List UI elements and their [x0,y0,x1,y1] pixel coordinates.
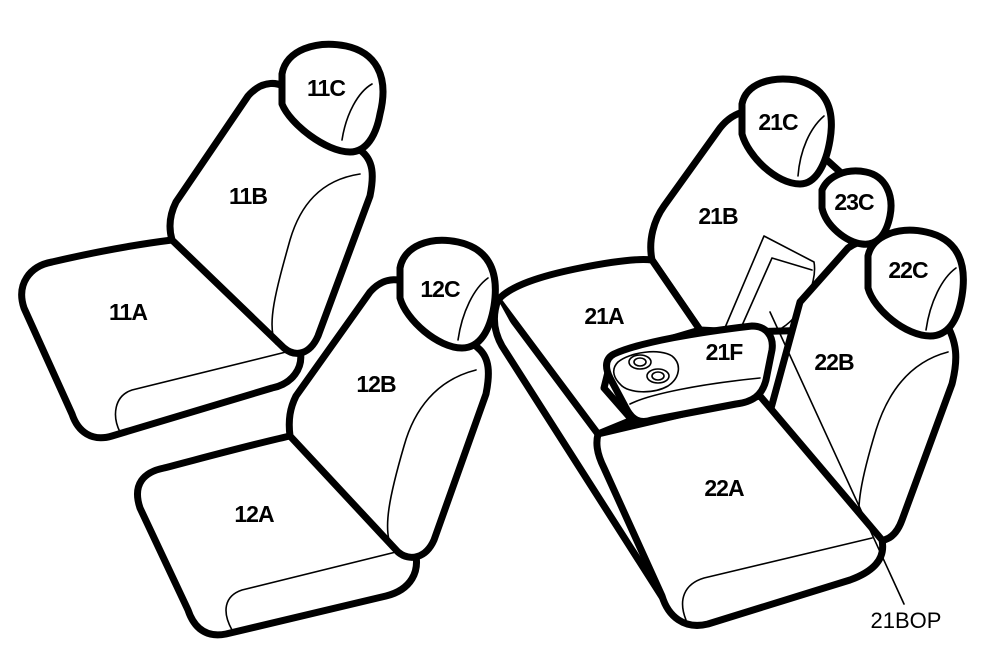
headrest-21c [738,75,835,188]
bench-left-edge [491,296,668,604]
label-22c: 22C [888,257,928,283]
label-12a: 12A [234,501,274,527]
label-21a: 21A [584,303,624,329]
headrest-21c-side [797,115,825,177]
label-12c: 12C [420,276,460,302]
cushion-12a-front-panel [225,549,405,631]
label-23c: 23C [834,189,874,215]
cushion-11a-front-panel [114,351,287,433]
seat-11 [18,40,387,442]
seat-12 [134,236,499,639]
backrest-11b-side-panel [271,173,361,345]
label-21bop: 21BOP [871,608,942,633]
backrest-12b-side-panel [386,369,477,549]
cushion-12a [134,432,420,639]
label-11b: 11B [229,183,267,209]
cushion-22a [593,392,887,629]
label-21f: 21F [706,339,744,365]
headrest-22c [864,226,967,340]
cup-holder-icon [612,350,680,393]
cushion-11a [18,236,305,442]
label-22b: 22B [814,349,854,375]
backrest-12b [285,276,492,561]
label-12b: 12B [356,371,396,397]
label-11c: 11C [307,75,345,101]
label-21b: 21B [698,203,738,229]
headrest-11c [278,40,387,156]
callout-leader-line [769,311,905,605]
headrest-22c-side [925,267,957,331]
label-11a: 11A [109,299,147,325]
cushion-22a-front-panel [681,537,873,621]
label-21c: 21C [758,109,798,135]
backrest-armrest-recess-inner [739,257,813,331]
headrest-23c [818,167,895,248]
armrest-21f-top-edge [629,377,761,405]
rear-bench [491,75,967,629]
headrest-12c-side [457,277,489,341]
headrest-11c-side [341,83,373,141]
label-22a: 22A [704,475,744,501]
